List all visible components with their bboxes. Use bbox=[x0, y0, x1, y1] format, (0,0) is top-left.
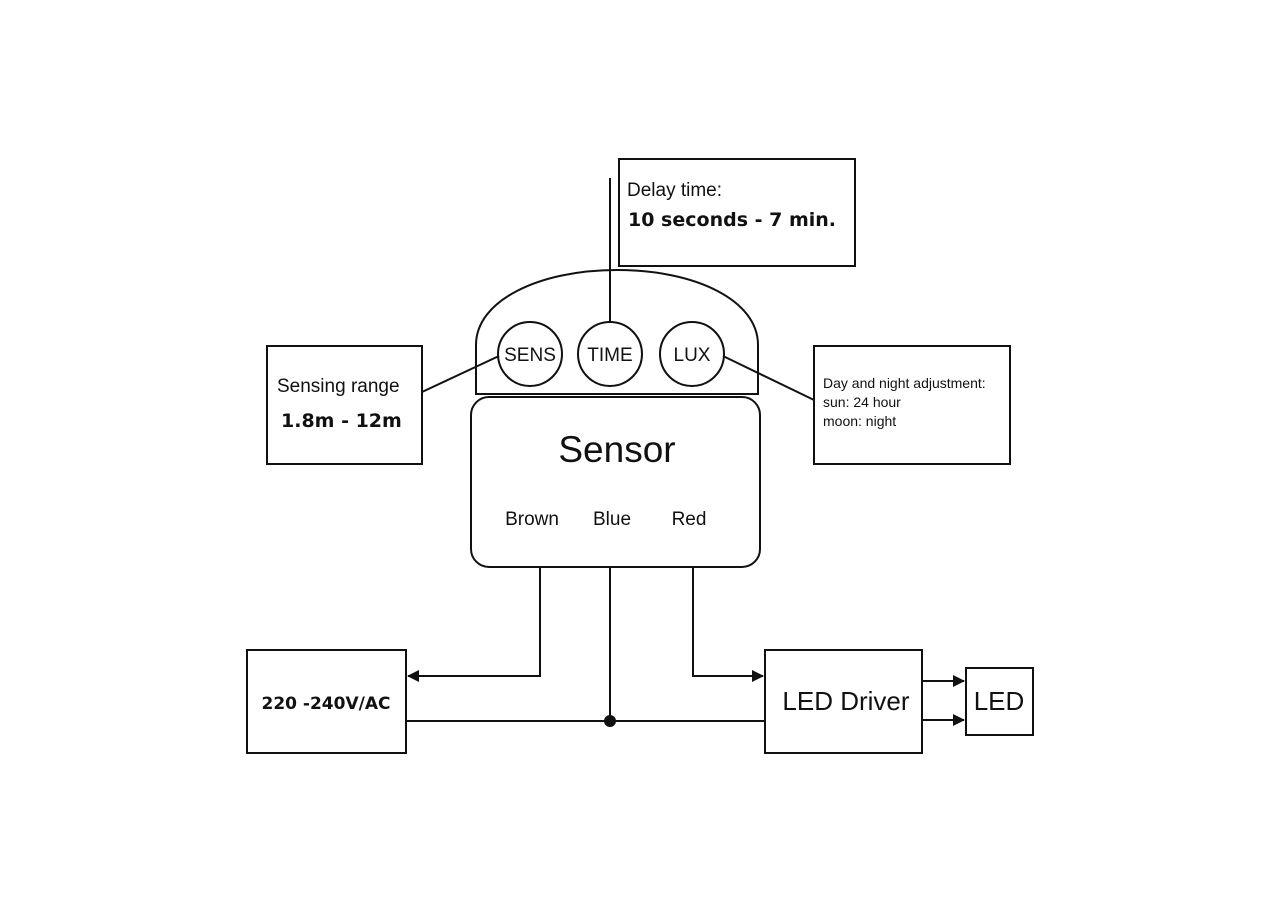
led-box bbox=[965, 667, 1034, 736]
sensing-range-title: Sensing range bbox=[277, 376, 400, 397]
delay-time-box bbox=[618, 158, 856, 267]
junction-dot bbox=[604, 715, 616, 727]
led-driver-label: LED Driver bbox=[782, 686, 909, 716]
wire-label-brown: Brown bbox=[505, 509, 559, 530]
day-night-line-2: sun: 24 hour bbox=[823, 394, 901, 410]
wire-label-red: Red bbox=[672, 509, 707, 530]
led-label: LED bbox=[974, 686, 1025, 716]
lux-leader-line bbox=[722, 355, 815, 401]
sens-leader-line bbox=[421, 355, 500, 393]
delay-time-value: 10 seconds - 7 min. bbox=[628, 209, 836, 231]
wire-label-blue: Blue bbox=[593, 509, 631, 530]
sensor-title: Sensor bbox=[558, 429, 675, 470]
brown-wire bbox=[407, 567, 541, 682]
sensing-range-value: 1.8m - 12m bbox=[281, 410, 402, 432]
sens-knob-label: SENS bbox=[504, 345, 556, 366]
power-supply-box bbox=[246, 649, 407, 754]
lux-knob-label: LUX bbox=[674, 345, 711, 366]
time-knob bbox=[577, 321, 643, 387]
sensing-range-box bbox=[266, 345, 423, 465]
sens-knob bbox=[497, 321, 563, 387]
red-wire bbox=[692, 567, 764, 682]
time-knob-label: TIME bbox=[587, 345, 632, 366]
sensor-body bbox=[470, 396, 761, 568]
lux-knob bbox=[659, 321, 725, 387]
day-night-line-1: Day and night adjustment: bbox=[823, 375, 986, 391]
delay-time-title: Delay time: bbox=[627, 180, 722, 201]
led-driver-box bbox=[764, 649, 923, 754]
power-supply-label: 220 -240V/AC bbox=[262, 694, 391, 714]
day-night-box bbox=[813, 345, 1011, 465]
day-night-line-3: moon: night bbox=[823, 413, 896, 429]
